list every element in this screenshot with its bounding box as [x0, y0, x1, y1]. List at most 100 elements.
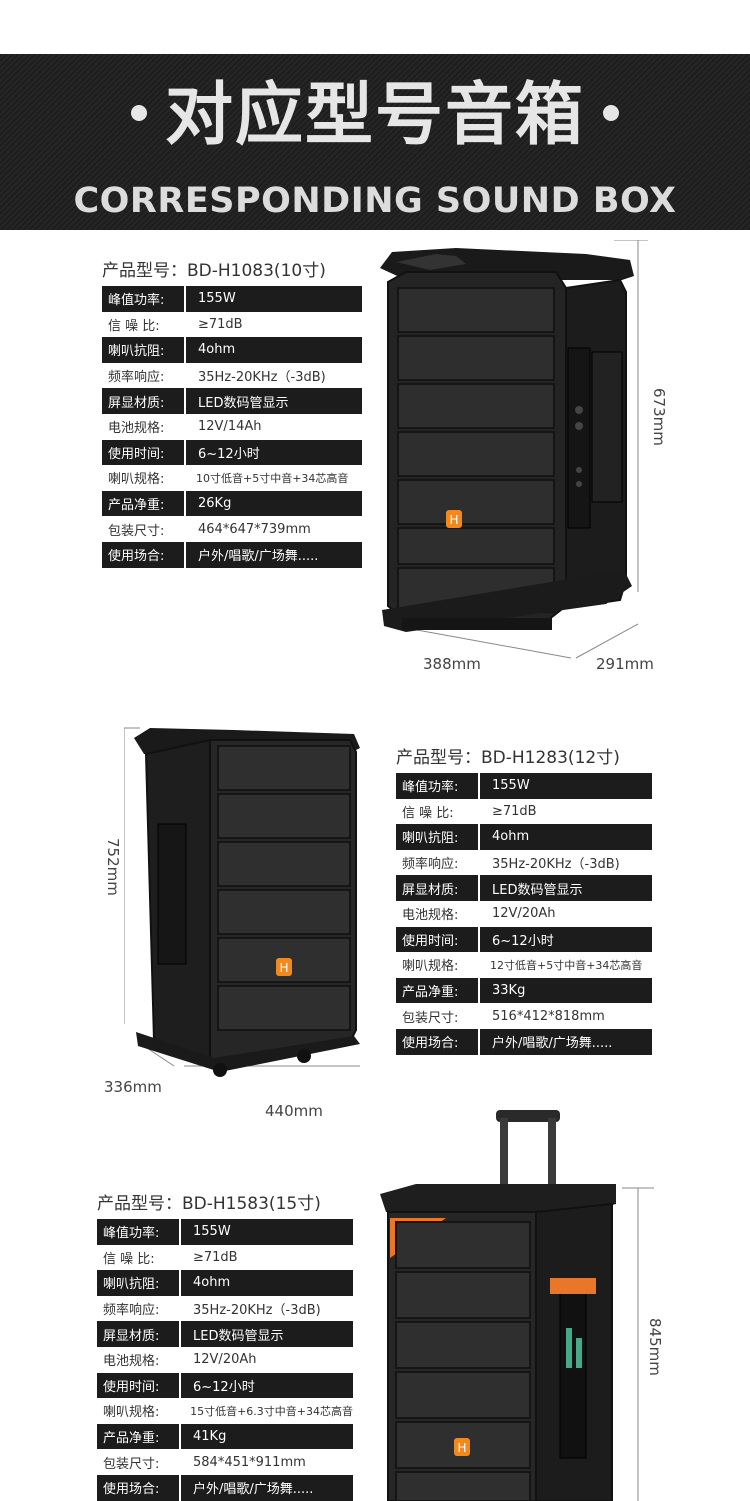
dim-width-bd-h1283: 440mm — [265, 1102, 323, 1120]
dim-width-bd-h1083: 388mm — [423, 655, 481, 673]
spec-value: 155W — [181, 1219, 353, 1245]
spec-row: 信 噪 比: ≥71dB — [396, 799, 652, 825]
spec-value: LED数码管显示 — [186, 388, 362, 414]
bullet-dot-icon — [603, 105, 619, 122]
spec-label: 电池规格: — [108, 421, 165, 437]
spec-value: 10寸低音+5寸中音+34芯高音 — [196, 471, 349, 485]
dim-height-bd-h1283: 752mm — [104, 838, 122, 896]
spec-row: 峰值功率:155W — [102, 286, 362, 312]
spec-row: 屏显材质:LED数码管显示 — [97, 1321, 353, 1347]
spec-row: 使用时间:6~12小时 — [396, 926, 652, 953]
spec-label: 喇叭抗阻: — [97, 1270, 181, 1296]
spec-value: 155W — [480, 773, 652, 799]
spec-label: 喇叭规格: — [103, 1405, 160, 1421]
spec-label: 信 噪 比: — [402, 805, 454, 821]
brand-logo-icon — [454, 1438, 470, 1456]
spec-label: 产品净重: — [396, 977, 480, 1004]
spec-row: 喇叭规格: 15寸低音+6.3寸中音+34芯高音 — [97, 1398, 353, 1424]
spec-label: 屏显材质: — [102, 388, 186, 414]
spec-label: 喇叭抗阻: — [102, 337, 186, 363]
spec-row: 信 噪 比:≥71dB — [102, 312, 362, 338]
spec-value: 35Hz-20KHz（-3dB) — [193, 1303, 321, 1319]
spec-row: 喇叭抗阻:4ohm — [396, 824, 652, 850]
spec-value: 35Hz-20KHz（-3dB) — [492, 857, 620, 873]
spec-label: 使用场合: — [396, 1028, 480, 1055]
spec-row: 信 噪 比:≥71dB — [97, 1245, 353, 1271]
spec-label: 使用场合: — [97, 1474, 181, 1501]
spec-table-bd-h1283: 产品型号：BD-H1283(12寸) 峰值功率:155W 信 噪 比: ≥71dB 喇… — [396, 743, 652, 1055]
spec-value: 35Hz-20KHz（-3dB) — [198, 370, 326, 386]
spec-value: 155W — [186, 286, 362, 312]
spec-label: 喇叭规格: — [108, 472, 165, 488]
spec-label: 屏显材质: — [97, 1321, 181, 1347]
spec-label: 信 噪 比: — [103, 1251, 155, 1267]
spec-label: 电池规格: — [103, 1354, 160, 1370]
spec-value: LED数码管显示 — [480, 875, 652, 901]
spec-label: 使用场合: — [102, 541, 186, 568]
banner-title: 对应型号音箱 — [0, 82, 750, 150]
spec-value: 4ohm — [186, 337, 362, 363]
model-title: 产品型号：BD-H1283(12寸) — [396, 748, 620, 768]
spec-label: 频率响应: — [103, 1303, 160, 1319]
spec-value: ≥71dB — [492, 803, 537, 819]
svg-text:H: H — [457, 1441, 466, 1455]
spec-value: 12V/20Ah — [492, 906, 556, 922]
dim-height-bd-h1583: 845mm — [646, 1318, 664, 1376]
spec-value: 41Kg — [181, 1423, 353, 1450]
brand-logo-icon — [276, 958, 292, 976]
spec-row: 电池规格:12V/14Ah — [102, 414, 362, 440]
spec-row: 电池规格: 12V/20Ah — [396, 901, 652, 927]
spec-row: 喇叭规格:12寸低音+5寸中音+34芯高音 — [396, 952, 652, 978]
spec-value: 6~12小时 — [480, 926, 652, 953]
spec-value: 516*412*818mm — [492, 1008, 605, 1024]
spec-row: 包装尺寸: 464*647*739mm — [102, 516, 362, 542]
spec-row: 产品净重:41Kg — [97, 1423, 353, 1450]
speaker-image-bd-h1083: H — [380, 240, 648, 659]
spec-row: 产品净重:33Kg — [396, 977, 652, 1004]
speaker-image-bd-h1583: H — [380, 1110, 654, 1501]
spec-value: 15寸低音+6.3寸中音+34芯高音 — [190, 1404, 353, 1418]
banner-subtitle: CORRESPONDING SOUND BOX — [73, 181, 677, 221]
spec-row: 包装尺寸:584*451*911mm — [97, 1449, 353, 1475]
spec-label: 产品净重: — [97, 1423, 181, 1450]
spec-row: 包装尺寸:516*412*818mm — [396, 1003, 652, 1029]
svg-text:H: H — [449, 513, 458, 527]
spec-label: 喇叭规格: — [402, 959, 459, 975]
spec-label: 产品净重: — [102, 490, 186, 517]
spec-value: 4ohm — [181, 1270, 353, 1296]
spec-label: 峰值功率: — [102, 286, 186, 312]
brand-logo-icon — [446, 510, 462, 528]
spec-label: 频率响应: — [402, 857, 459, 873]
spec-row: 屏显材质:LED数码管显示 — [396, 875, 652, 901]
spec-value: LED数码管显示 — [181, 1321, 353, 1347]
spec-row: 产品净重:26Kg — [102, 490, 362, 517]
spec-label: 使用时间: — [396, 926, 480, 953]
spec-value: 584*451*911mm — [193, 1454, 306, 1470]
spec-row: 使用场合:户外/唱歌/广场舞..... — [396, 1028, 652, 1055]
spec-value: ≥71dB — [198, 316, 243, 332]
spec-row: 频率响应: 35Hz-20KHz（-3dB) — [396, 850, 652, 876]
spec-row: 喇叭抗阻:4ohm — [97, 1270, 353, 1296]
spec-value: 6~12小时 — [186, 439, 362, 466]
spec-value: 464*647*739mm — [198, 521, 311, 537]
spec-label: 包装尺寸: — [108, 523, 165, 539]
spec-value: 4ohm — [480, 824, 652, 850]
spec-row: 峰值功率:155W — [97, 1219, 353, 1245]
spec-label: 使用时间: — [97, 1372, 181, 1399]
speaker-image-bd-h1283: H — [124, 727, 360, 1077]
banner-title-text: 对应型号音箱 — [164, 76, 585, 155]
spec-label: 峰值功率: — [97, 1219, 181, 1245]
spec-label: 频率响应: — [108, 370, 165, 386]
spec-row: 喇叭规格: 10寸低音+5寸中音+34芯高音 — [102, 465, 362, 491]
spec-row: 频率响应: 35Hz-20KHz（-3dB) — [102, 363, 362, 389]
model-title: 产品型号：BD-H1583(15寸) — [97, 1194, 321, 1214]
spec-label: 喇叭抗阻: — [396, 824, 480, 850]
dim-height-bd-h1083: 673mm — [650, 388, 668, 446]
spec-label: 电池规格: — [402, 908, 459, 924]
spec-label: 峰值功率: — [396, 773, 480, 799]
spec-value: 26Kg — [186, 490, 362, 517]
spec-row: 使用时间:6~12小时 — [97, 1372, 353, 1399]
spec-value: 12V/20Ah — [193, 1352, 257, 1368]
